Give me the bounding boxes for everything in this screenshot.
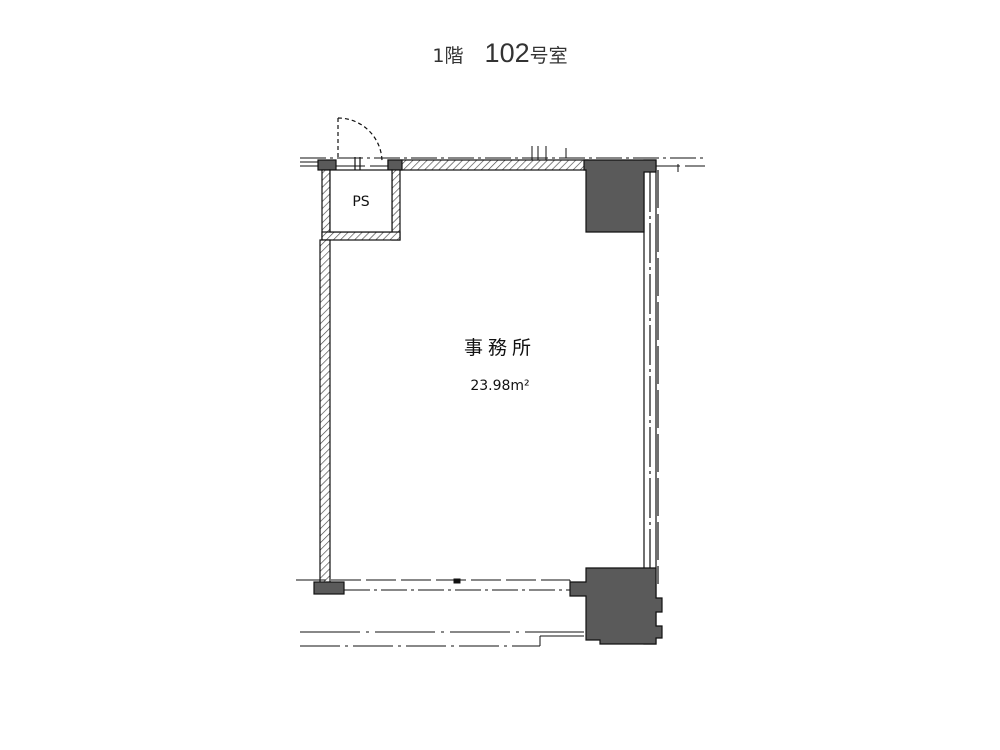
plan-title: 1階 102号室 <box>0 38 1000 69</box>
left-wall <box>319 239 331 585</box>
room-area: 23.98m² <box>470 378 529 394</box>
top-wall <box>387 159 589 171</box>
floor-label: 1階 <box>432 45 464 67</box>
ps-door-swing <box>337 117 383 170</box>
room-suffix: 号室 <box>529 45 568 67</box>
upper-right-column <box>583 159 657 233</box>
ps-label: PS <box>352 194 369 210</box>
left-wall-base <box>313 581 345 595</box>
lower-right-column <box>569 567 663 645</box>
room-number: 102 <box>484 38 530 68</box>
room-name: 事務所 <box>464 337 536 359</box>
bottom-opening-lines <box>296 578 584 647</box>
ps-enclosure <box>317 159 403 241</box>
